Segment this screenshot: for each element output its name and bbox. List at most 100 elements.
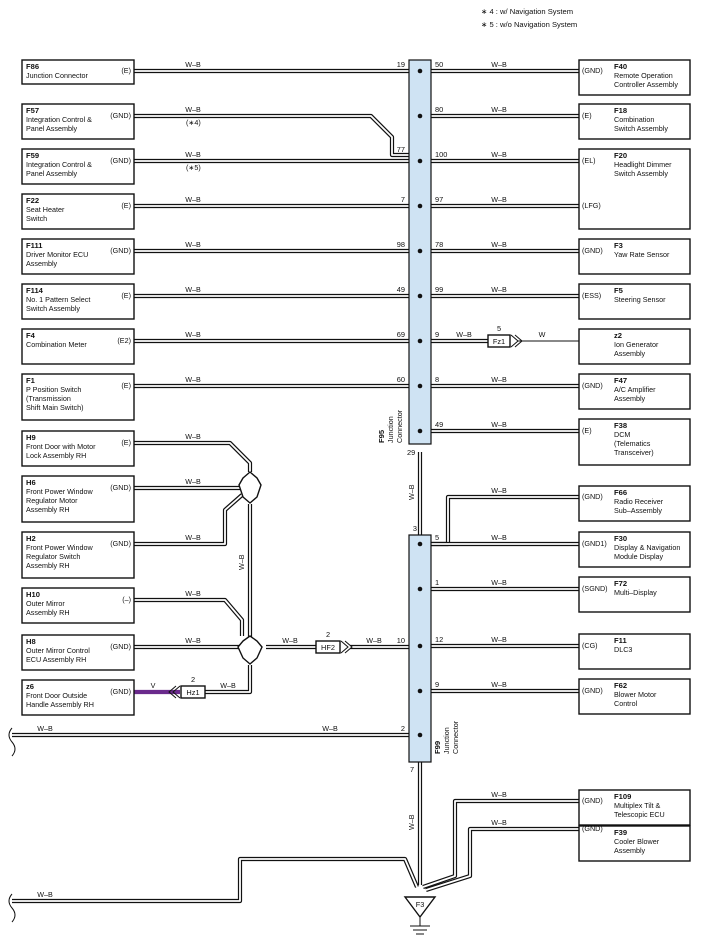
svg-text:(GND): (GND) <box>110 156 131 165</box>
svg-text:H8: H8 <box>26 637 36 646</box>
svg-text:(GND): (GND) <box>582 824 603 833</box>
svg-text:F3: F3 <box>614 241 623 250</box>
component-z2: z2 Ion Generator Assembly <box>578 328 691 365</box>
svg-text:Handle Assembly RH: Handle Assembly RH <box>26 700 94 709</box>
splice-junction-lower <box>237 635 263 665</box>
svg-text:DLC3: DLC3 <box>614 645 632 654</box>
svg-text:60: 60 <box>397 375 405 384</box>
splice-junction-upper <box>238 471 262 504</box>
svg-text:Combination: Combination <box>614 115 654 124</box>
svg-text:(ESS): (ESS) <box>582 291 601 300</box>
component-f38: (E) F38 DCM (Telematics Transceiver) <box>578 418 691 466</box>
svg-text:2: 2 <box>401 724 405 733</box>
svg-text:Front Door Outside: Front Door Outside <box>26 691 87 700</box>
f95-right-pins: 50 80 100 97 78 99 9 8 49 <box>435 60 447 429</box>
wire-break-mark <box>8 893 16 923</box>
svg-text:Lock Assembly RH: Lock Assembly RH <box>26 451 86 460</box>
component-h6: H6 Front Power Window Regulator Motor As… <box>21 475 135 523</box>
svg-text:W–B: W–B <box>185 432 201 441</box>
svg-text:W–B: W–B <box>491 680 507 689</box>
svg-text:W–B: W–B <box>185 477 201 486</box>
svg-text:Sub–Assembly: Sub–Assembly <box>614 506 662 515</box>
svg-text:(GND): (GND) <box>582 66 603 75</box>
inline-connector-hz1: Hz1 2 <box>168 675 206 699</box>
svg-text:W–B: W–B <box>185 285 201 294</box>
svg-text:W–B: W–B <box>491 486 507 495</box>
svg-text:F38: F38 <box>614 421 627 430</box>
svg-text:(E): (E) <box>582 426 592 435</box>
svg-text:W–B: W–B <box>282 636 298 645</box>
svg-text:80: 80 <box>435 105 443 114</box>
svg-text:Integration Control &: Integration Control & <box>26 115 92 124</box>
svg-text:50: 50 <box>435 60 443 69</box>
svg-text:99: 99 <box>435 285 443 294</box>
component-f114: F114 No. 1 Pattern Select Switch Assembl… <box>21 283 135 320</box>
svg-text:Display & Navigation: Display & Navigation <box>614 543 680 552</box>
svg-text:Seat Heater: Seat Heater <box>26 205 65 214</box>
svg-text:(E): (E) <box>121 201 131 210</box>
wire-note-f57: (∗4) <box>186 118 201 127</box>
svg-text:W–B: W–B <box>185 330 201 339</box>
svg-text:(GND): (GND) <box>110 687 131 696</box>
svg-text:W: W <box>539 330 546 339</box>
f95-left-pins: 19 77 7 98 49 69 60 <box>397 60 405 384</box>
svg-text:HF2: HF2 <box>321 643 335 652</box>
component-f11: (CG) F11 DLC3 <box>578 633 691 670</box>
svg-text:H6: H6 <box>26 478 36 487</box>
svg-text:No. 1 Pattern Select: No. 1 Pattern Select <box>26 295 90 304</box>
svg-text:H2: H2 <box>26 534 36 543</box>
component-f20: (EL) (LFG) F20 Headlight Dimmer Switch A… <box>578 148 691 230</box>
component-f39: (GND) F39 Cooler Blower Assembly <box>578 824 691 862</box>
svg-text:(GND): (GND) <box>110 246 131 255</box>
svg-text:Transceiver): Transceiver) <box>614 448 654 457</box>
connector-f95-label: F95 Junction Connector <box>377 409 404 443</box>
svg-text:W–B: W–B <box>491 60 507 69</box>
svg-text:(GND): (GND) <box>110 111 131 120</box>
wire-break-mark <box>8 727 16 757</box>
svg-text:(E): (E) <box>121 66 131 75</box>
svg-text:5: 5 <box>435 533 439 542</box>
component-h2: H2 Front Power Window Regulator Switch A… <box>21 531 135 579</box>
svg-text:(E): (E) <box>121 381 131 390</box>
svg-text:Combination Meter: Combination Meter <box>26 340 87 349</box>
svg-text:(EL): (EL) <box>582 156 596 165</box>
svg-text:(Transmission: (Transmission <box>26 394 71 403</box>
component-f22: F22 Seat Heater Switch (E) <box>21 193 135 230</box>
svg-text:100: 100 <box>435 150 447 159</box>
svg-text:(E): (E) <box>582 111 592 120</box>
svg-text:77: 77 <box>397 145 405 154</box>
svg-text:H10: H10 <box>26 590 40 599</box>
component-f4: F4 Combination Meter (E2) <box>21 328 135 365</box>
svg-text:F39: F39 <box>614 828 627 837</box>
svg-text:2: 2 <box>326 630 330 639</box>
svg-text:(GND): (GND) <box>110 539 131 548</box>
component-h8: H8 Outer Mirror Control ECU Assembly RH … <box>21 634 135 671</box>
svg-text:Outer Mirror Control: Outer Mirror Control <box>26 646 90 655</box>
svg-text:W–B: W–B <box>491 105 507 114</box>
svg-text:Telescopic ECU: Telescopic ECU <box>614 810 665 819</box>
svg-text:Shift Main Switch): Shift Main Switch) <box>26 403 84 412</box>
svg-text:8: 8 <box>435 375 439 384</box>
svg-text:W–B: W–B <box>185 589 201 598</box>
svg-text:19: 19 <box>397 60 405 69</box>
svg-text:Assembly: Assembly <box>614 846 646 855</box>
svg-text:(GND): (GND) <box>110 642 131 651</box>
svg-text:W–B: W–B <box>491 420 507 429</box>
svg-text:W–B: W–B <box>37 724 53 733</box>
svg-text:Control: Control <box>614 699 638 708</box>
svg-text:P Position Switch: P Position Switch <box>26 385 81 394</box>
svg-text:Switch: Switch <box>26 214 47 223</box>
f95-bottom-pin: 29 <box>407 448 415 457</box>
svg-text:F59: F59 <box>26 151 39 160</box>
wire-color-label: W–B <box>407 484 416 500</box>
component-f40: (GND) F40 Remote Operation Controller As… <box>578 59 691 96</box>
svg-text:Assembly RH: Assembly RH <box>26 561 70 570</box>
svg-text:Assembly RH: Assembly RH <box>26 608 70 617</box>
svg-text:(E): (E) <box>121 291 131 300</box>
connector-f99-label: F99 Junction Connector <box>433 720 460 754</box>
component-h10: H10 Outer Mirror Assembly RH (–) <box>21 587 135 624</box>
svg-text:W–B: W–B <box>322 724 338 733</box>
svg-text:9: 9 <box>435 680 439 689</box>
svg-text:W–B: W–B <box>185 636 201 645</box>
